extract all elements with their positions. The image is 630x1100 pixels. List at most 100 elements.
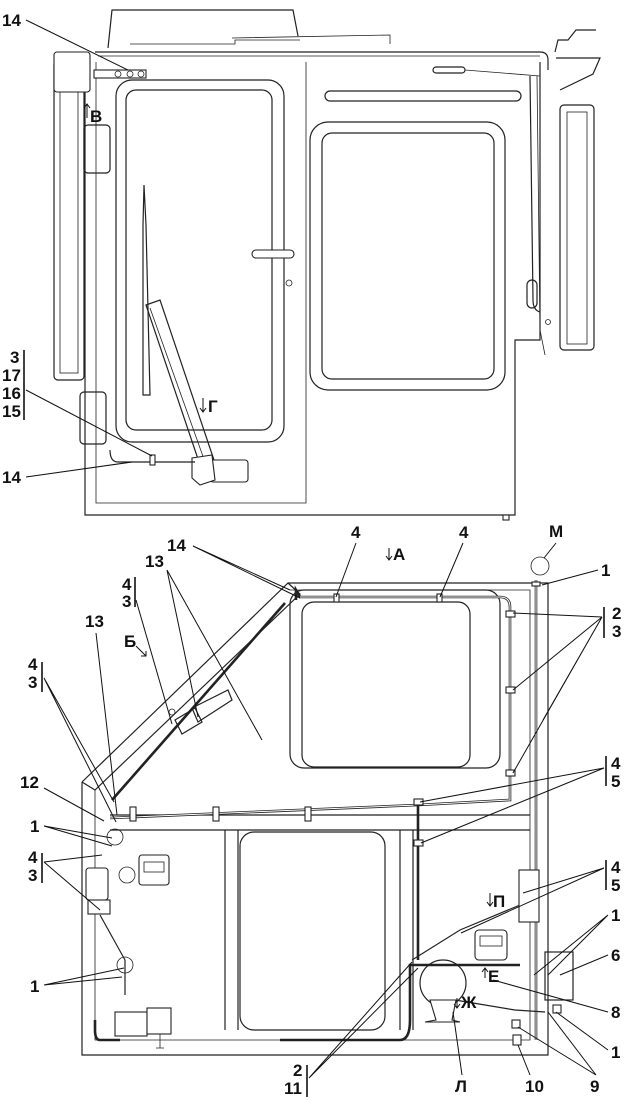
callout-13-a-label: 13 <box>145 552 164 571</box>
wiper-blade <box>142 184 151 396</box>
callout-4-3-mid-line-1: 4 <box>28 848 38 867</box>
callout-4-5-a-line-1: 4 <box>611 754 621 773</box>
reservoir-right <box>518 869 540 923</box>
hose-to-right <box>454 999 546 1013</box>
roof-hood <box>107 9 299 49</box>
callout-4-3-left: 4 3 <box>28 655 117 823</box>
nozzle-circle-3 <box>116 956 134 974</box>
wiper-arm-inner <box>149 307 206 463</box>
plan-window-outer <box>289 589 501 769</box>
callout-4-a: 4 <box>335 523 361 598</box>
wiper-hub <box>191 454 216 486</box>
view-marker-L-label: Л <box>455 1077 467 1096</box>
roof-trim <box>130 39 300 45</box>
drain-nub <box>502 514 510 521</box>
callout-4-5-b-line-2: 5 <box>611 876 620 895</box>
callout-2-11: 2 11 <box>284 961 419 1098</box>
motor-post <box>156 1034 164 1049</box>
hose-clip-side <box>149 454 156 466</box>
callout-4-3-upper-line-1: 4 <box>122 575 132 594</box>
view-marker-P: П <box>486 892 505 911</box>
callout-4-3-left-line-2: 3 <box>28 673 37 692</box>
callout-9-label: 9 <box>590 1077 599 1096</box>
grab-rail <box>324 90 522 102</box>
upper-bracket <box>83 124 111 174</box>
plan-window-inner <box>301 601 471 768</box>
callout-2-11-line-2: 11 <box>284 1079 302 1098</box>
view-marker-P-label: П <box>493 892 505 911</box>
view-marker-V-label: В <box>90 107 102 126</box>
left-mirror-arm <box>53 59 85 381</box>
side-view: В Г 14 3 17 16 15 14 <box>2 9 601 521</box>
callout-6: 6 <box>559 946 620 976</box>
view-marker-B: Б <box>124 632 147 657</box>
callout-14: 14 <box>167 536 301 599</box>
callout-4-3-mid: 4 3 <box>28 848 103 911</box>
fitting-10 <box>512 1034 522 1046</box>
nozzle-circle-1 <box>106 828 124 846</box>
callout-8: 8 <box>492 979 620 1022</box>
callout-10: 10 <box>517 1044 544 1096</box>
callout-14-bottom-label: 14 <box>2 468 21 487</box>
callout-14-top: 14 <box>2 11 129 71</box>
hose-top <box>109 585 512 820</box>
callout-1-left-b-label: 1 <box>30 977 39 996</box>
top-down-view: А Б М П Е Ж Л 14 <box>20 522 621 1098</box>
front-wiper-body <box>174 707 203 735</box>
view-marker-G: Г <box>199 397 218 416</box>
callout-1-right-low: 1 <box>555 1011 620 1062</box>
view-marker-Zh: Ж <box>453 993 477 1012</box>
top-clamp <box>93 69 147 79</box>
door-window-inner <box>125 89 273 431</box>
hose-diagonal <box>111 602 286 801</box>
callout-10-label: 10 <box>525 1077 544 1096</box>
washer-hose-side <box>109 449 195 463</box>
callout-stack-line-2: 17 <box>2 366 21 385</box>
door-window-plan <box>239 831 386 1031</box>
wiper-motor-plan-head <box>146 1007 172 1035</box>
callout-4-5-b: 4 5 <box>460 858 621 934</box>
hose-diagonal-lower <box>411 904 521 961</box>
callout-1-left-a-label: 1 <box>30 817 39 836</box>
fitting-9-a <box>511 1019 521 1029</box>
washer-tank <box>554 29 601 91</box>
callout-4-3-upper-line-2: 3 <box>122 592 131 611</box>
cab-outline-plan <box>81 582 549 1056</box>
callout-2-3: 2 3 <box>512 604 621 774</box>
wiper-motor <box>209 459 249 483</box>
hose-top-in <box>109 596 511 819</box>
washer-pump-left-inner <box>143 861 165 873</box>
view-marker-M-label: М <box>549 522 563 541</box>
washer-pump-right-inner <box>479 935 503 947</box>
wiper-motor-plan <box>114 1011 148 1037</box>
valve-left <box>87 899 111 915</box>
view-marker-G-label: Г <box>208 397 218 416</box>
callout-3-17-16-15: 3 17 16 15 <box>2 348 153 457</box>
hose-clips <box>129 581 541 847</box>
roof-beam <box>110 814 530 831</box>
view-marker-E-label: Е <box>488 967 499 986</box>
callout-stack-line-1: 3 <box>10 348 19 367</box>
mirror-head <box>53 51 91 93</box>
callout-6-label: 6 <box>611 946 620 965</box>
callout-stack-line-3: 16 <box>2 384 21 403</box>
callout-4-3-left-line-1: 4 <box>28 655 38 674</box>
callout-13-b-label: 13 <box>85 612 104 631</box>
callout-1-right-top: 1 <box>541 561 610 586</box>
hose-lower <box>93 963 520 1042</box>
washer-pump-right <box>474 929 508 961</box>
reservoir-left <box>85 867 109 901</box>
callout-8-label: 8 <box>611 1003 620 1022</box>
callout-4-3-upper: 4 3 <box>122 575 173 725</box>
roof-rail <box>95 51 549 70</box>
callout-1-right-mid-label: 1 <box>611 906 620 925</box>
callout-2-11-line-1: 2 <box>293 1061 302 1080</box>
callout-13-a: 13 <box>145 552 263 741</box>
view-marker-V: В <box>83 103 102 126</box>
callout-1-left-a: 1 <box>30 817 113 847</box>
washer-hose-top <box>432 66 466 74</box>
right-mirror-inner <box>566 111 588 345</box>
clamp-bolt-2 <box>126 70 134 78</box>
hinge-bracket <box>79 391 107 445</box>
